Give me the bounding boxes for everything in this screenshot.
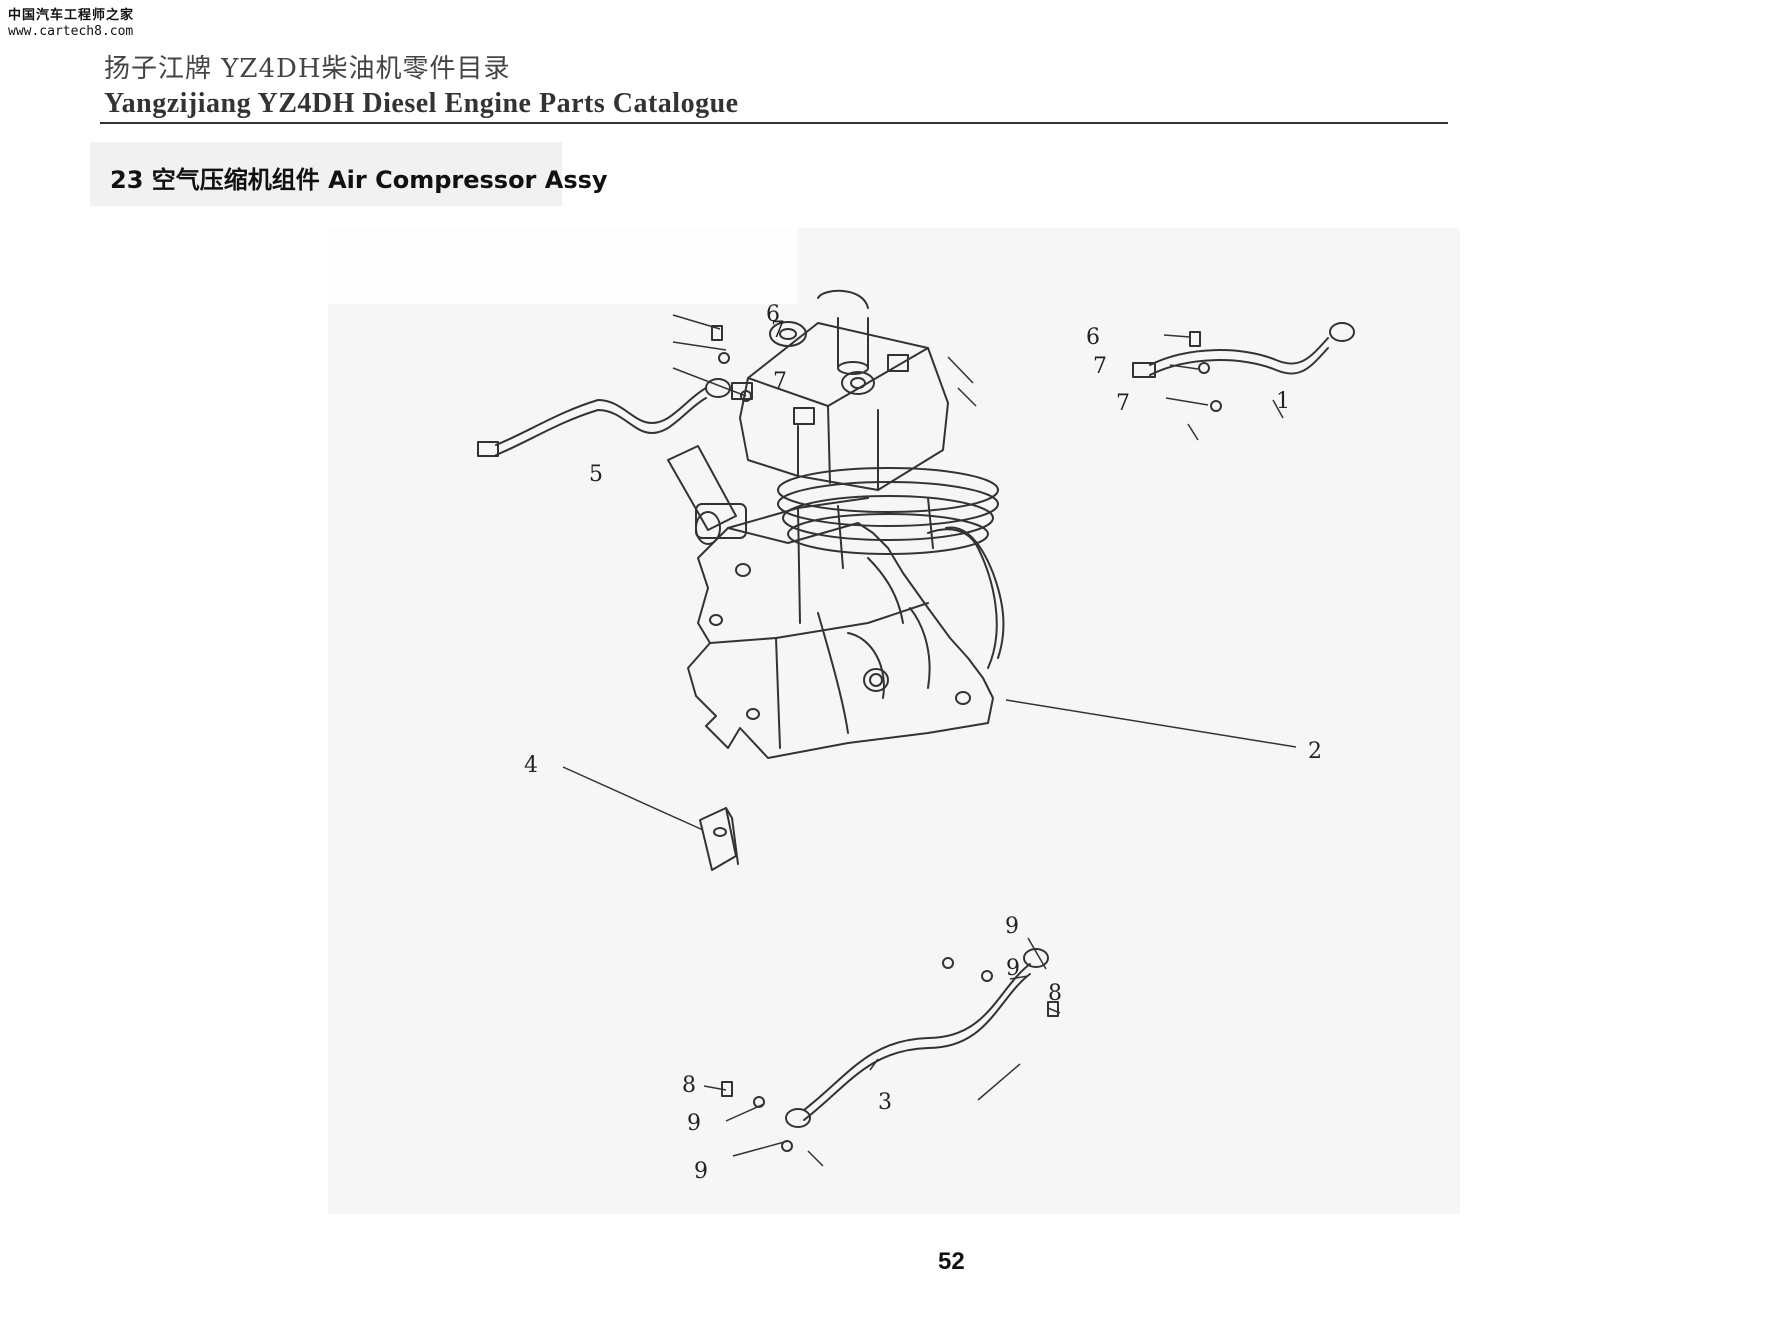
callout-label: 8 bbox=[1048, 981, 1062, 1006]
diagram-drawing: 7 6 7 5 6 7 7 1 2 4 9 9 8 3 8 9 9 bbox=[328, 228, 1355, 1184]
callout-label: 9 bbox=[694, 1159, 708, 1184]
side-fitting bbox=[667, 445, 747, 545]
callout-label: 3 bbox=[878, 1090, 892, 1115]
outlet-elbow bbox=[817, 289, 869, 375]
section-heading-box: 23 空气压缩机组件 Air Compressor Assy bbox=[90, 142, 608, 206]
catalogue-title-english: Yangzijiang YZ4DH Diesel Engine Parts Ca… bbox=[104, 88, 739, 119]
callout-label: 8 bbox=[682, 1073, 696, 1098]
callout-label: 9 bbox=[1005, 914, 1019, 939]
watermark-url: www.cartech8.com bbox=[8, 24, 134, 40]
callout-label: 2 bbox=[1308, 739, 1322, 764]
callout-label: 9 bbox=[1006, 956, 1020, 981]
callout-label: 6 bbox=[766, 302, 780, 327]
compressor-cylinder bbox=[777, 467, 999, 569]
part-4-block bbox=[699, 807, 739, 871]
diagram-label-patch bbox=[328, 228, 798, 304]
part-5-pipe bbox=[477, 378, 731, 457]
page-number: 52 bbox=[938, 1248, 965, 1275]
header-divider bbox=[100, 122, 1448, 124]
callout-label: 7 bbox=[773, 369, 787, 394]
callout-label: 7 bbox=[1093, 354, 1107, 379]
exploded-parts-diagram: 7 6 7 5 6 7 7 1 2 4 9 9 8 3 8 9 9 bbox=[328, 228, 1460, 1214]
compressor-body bbox=[687, 497, 994, 759]
callout-labels: 7 6 7 5 6 7 7 1 2 4 9 9 8 3 8 9 9 bbox=[524, 302, 1322, 1184]
callout-label: 5 bbox=[589, 462, 603, 487]
section-title: 23 空气压缩机组件 Air Compressor Assy bbox=[110, 166, 608, 194]
leader-lines bbox=[562, 314, 1297, 1167]
compressor-bracket bbox=[927, 526, 1005, 669]
watermark-logo: 中国汽车工程师之家 www.cartech8.com bbox=[8, 8, 134, 41]
callout-label: 4 bbox=[524, 753, 538, 778]
cylinder-head bbox=[731, 321, 949, 491]
part-1-pipe bbox=[1132, 322, 1355, 378]
catalogue-title-chinese: 扬子江牌 YZ4DH柴油机零件目录 bbox=[104, 54, 511, 84]
callout-label: 7 bbox=[771, 318, 785, 343]
watermark-site-name: 中国汽车工程师之家 bbox=[8, 8, 135, 23]
small-fasteners bbox=[711, 325, 1222, 1152]
callout-label: 1 bbox=[1276, 389, 1290, 414]
callout-label: 7 bbox=[1116, 391, 1130, 416]
callout-label: 9 bbox=[687, 1111, 701, 1136]
callout-label: 6 bbox=[1086, 325, 1100, 350]
part-3-pipe bbox=[785, 948, 1049, 1128]
